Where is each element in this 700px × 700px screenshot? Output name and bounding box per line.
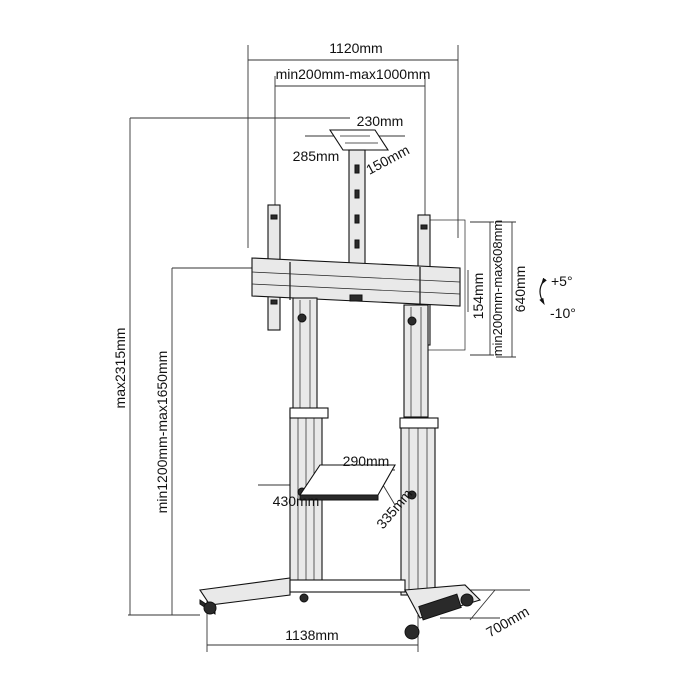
base: [199, 577, 482, 640]
label-shelf-width: 290mm: [343, 453, 390, 469]
label-total-width: 1120mm: [329, 40, 382, 56]
label-max-height: max2315mm: [112, 328, 128, 409]
label-vesa-height: min200mm-max608mm: [490, 220, 505, 357]
cross-rails: [251, 257, 461, 307]
tilt-indicator: [539, 277, 547, 306]
center-column: [348, 149, 366, 271]
wheel-back-left: [299, 593, 309, 603]
label-top-shelf-width: 230mm: [357, 113, 404, 129]
label-tilt-down: -10°: [550, 305, 576, 321]
uprights: [289, 297, 439, 596]
label-shelf-depth: 430mm: [273, 493, 320, 509]
label-base-width: 1138mm: [285, 627, 338, 643]
label-base-depth: 700mm: [483, 603, 531, 640]
wheel-front-left: [203, 601, 217, 615]
lower-shelf: [298, 464, 396, 501]
label-plate-height: 640mm: [512, 266, 528, 313]
label-bracket-height: 154mm: [470, 273, 486, 320]
wheel-back-right: [460, 593, 474, 607]
top-camera-shelf: [328, 129, 390, 151]
label-top-shelf-depth: 285mm: [293, 148, 340, 164]
dimension-lines: [128, 45, 530, 652]
wheel-front-right: [404, 624, 420, 640]
label-vesa-width: min200mm-max1000mm: [276, 66, 431, 82]
label-tilt-up: +5°: [551, 273, 573, 289]
label-center-height: min1200mm-max1650mm: [154, 351, 170, 514]
